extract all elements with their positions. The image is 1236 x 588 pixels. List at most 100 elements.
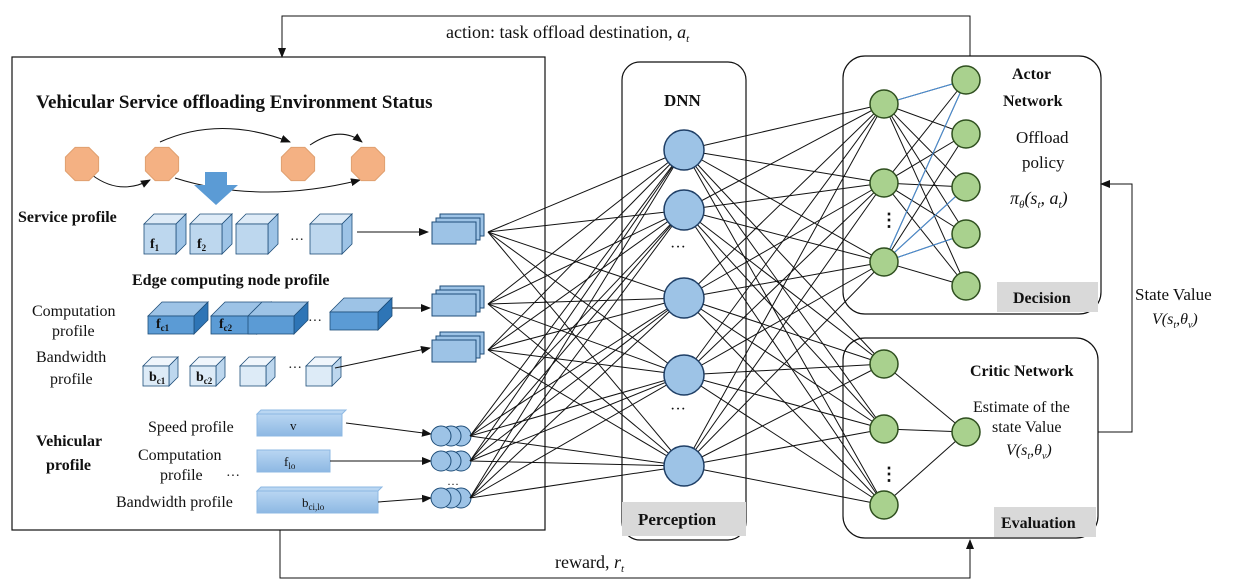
profile-arrows [330, 228, 432, 503]
feature-circle-stack [430, 487, 472, 509]
network-edge [683, 103, 885, 376]
speed-profile-label: Speed profile [148, 419, 234, 436]
vehicle-feature-circles [430, 425, 472, 509]
bandwidth-cube-bc2 [189, 356, 226, 387]
network-edge [487, 297, 685, 305]
circle-stack-ellipsis: ··· [447, 477, 459, 491]
network-edge [883, 79, 967, 263]
cube-bc2-label: bc2 [196, 370, 213, 386]
bar-bcilo-label: bci,lo [302, 495, 325, 512]
actor-network-box [842, 55, 1102, 315]
service-cube [235, 213, 279, 255]
network-edge [469, 465, 685, 499]
bar-v-label: v [290, 418, 297, 433]
state-value-formula: V(st,θv) [1152, 311, 1198, 331]
network-edge [487, 303, 685, 376]
network-edge [469, 297, 685, 462]
network-edge [683, 103, 885, 211]
vehicle-ellipsis: ··· [226, 469, 240, 484]
service-profile-label: Service profile [18, 209, 117, 226]
network-edge [683, 428, 885, 467]
network-edge [487, 149, 685, 351]
network-edge [469, 209, 685, 437]
network-edge [469, 374, 685, 499]
vehicle-computation-label-1: Computation [138, 447, 222, 464]
computation-ellipsis: ··· [308, 314, 322, 329]
critic-dots: ⋮ [880, 464, 898, 484]
environment-box [11, 56, 546, 531]
network-edge [487, 231, 685, 376]
network-edge [883, 182, 967, 287]
feature-stack [431, 285, 485, 317]
critic-hidden-neuron [869, 414, 899, 444]
actor-hidden-neuron [869, 89, 899, 119]
network-edge [683, 103, 885, 299]
feature-circle-stack [430, 425, 472, 447]
dnn-neuron [663, 129, 705, 171]
bar-flo-label: flo [284, 454, 296, 471]
network-edge [683, 103, 885, 467]
policy-formula: πθ(st, at) [1010, 188, 1068, 211]
network-edge [469, 209, 685, 499]
network-edge [487, 231, 685, 299]
service-cube-f1 [143, 213, 187, 255]
computation-profile-label-2: profile [52, 323, 95, 340]
network-edge [469, 460, 685, 467]
cube-f2-label: f2 [197, 237, 207, 253]
bandwidth-cube [239, 356, 276, 387]
network-edge [469, 209, 685, 462]
critic-title: Critic Network [970, 363, 1074, 380]
critic-network-box [842, 337, 1099, 539]
dnn-neuron [663, 189, 705, 231]
network-edge [487, 209, 685, 305]
decision-label-bg [997, 282, 1098, 312]
evaluation-label: Evaluation [1001, 515, 1076, 532]
speed-bar [256, 413, 343, 437]
network-edge [469, 297, 685, 499]
network-edge [683, 182, 885, 299]
service-cube-f2 [189, 213, 233, 255]
critic-hidden-neuron [869, 349, 899, 379]
feature-stack [431, 331, 485, 363]
network-edge [683, 374, 885, 506]
service-node-octagon [280, 146, 316, 182]
network-edge [487, 149, 685, 305]
reward-loop: reward, rt [279, 530, 974, 579]
critic-output-neuron [951, 417, 981, 447]
network-edge [883, 103, 967, 188]
state-value-label: State Value [1135, 285, 1212, 304]
vehicular-profile-label-2: profile [46, 457, 91, 474]
network-edge [683, 209, 885, 263]
actor-hidden-neuron [869, 247, 899, 277]
network-edge [469, 149, 685, 437]
network-edge [683, 149, 885, 365]
dnn-dots-2: ··· [670, 401, 686, 418]
network-edge [683, 149, 885, 506]
service-chain [64, 128, 386, 193]
dnn-dots-1: ··· [670, 239, 686, 256]
vehicle-bandwidth-label: Bandwidth profile [116, 494, 233, 511]
network-edge [469, 297, 685, 437]
network-edge [469, 435, 685, 467]
computation-cuboid-fc1 [147, 301, 209, 335]
network-edge [683, 374, 885, 430]
computation-cuboid [247, 301, 309, 335]
network-edge [683, 182, 885, 467]
network-edge [487, 297, 685, 351]
network-edge [883, 103, 967, 287]
network-edge [883, 186, 967, 263]
network-edge [883, 431, 967, 506]
network-edge [883, 79, 967, 184]
vehicle-computation-label-2: profile [160, 467, 203, 484]
network-edge [487, 349, 685, 467]
offload-policy-1: Offload [1016, 128, 1069, 147]
network-edge [883, 363, 967, 433]
network-edge [469, 374, 685, 462]
actor-output-neuron [951, 172, 981, 202]
down-arrow-icon [194, 172, 238, 205]
network-edge [883, 182, 967, 235]
critic-estimate-2: state Value [992, 419, 1061, 436]
network-edge [683, 465, 885, 506]
bandwidth-ellipsis: ··· [288, 361, 302, 376]
